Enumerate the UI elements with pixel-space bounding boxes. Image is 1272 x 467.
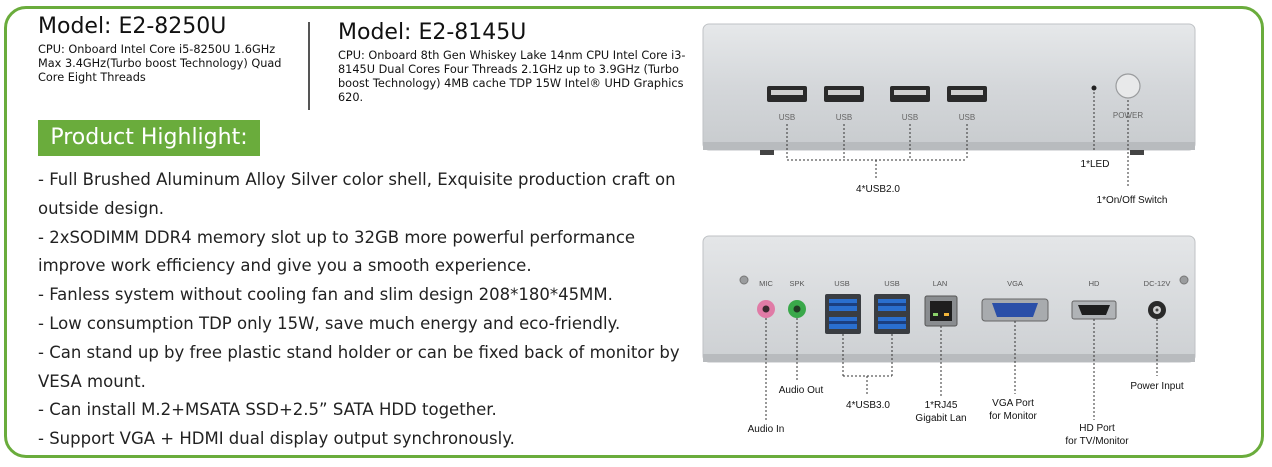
spk-label: SPK xyxy=(789,279,804,288)
model-title: Model: E2-8145U xyxy=(338,20,527,45)
usb3-callout: 4*USB3.0 xyxy=(846,400,890,411)
power-switch-callout: 1*On/Off Switch xyxy=(1097,195,1168,206)
usb2-callout: 4*USB2.0 xyxy=(856,184,900,195)
audio-in-callout: Audio In xyxy=(748,424,785,435)
vga-label: VGA xyxy=(1007,279,1023,288)
mic-label: MIC xyxy=(759,279,773,288)
hdmi-port xyxy=(1071,300,1117,320)
feature-item: - Fanless system without cooling fan and… xyxy=(38,285,613,305)
usb2-port xyxy=(947,86,987,102)
feature-item: - Can install M.2+MSATA SSD+2.5” SATA HD… xyxy=(38,400,497,420)
screw-icon xyxy=(739,275,749,285)
vga-port xyxy=(981,298,1049,322)
model-cpu-spec: CPU: Onboard Intel Core i5-8250U 1.6GHz … xyxy=(38,43,282,84)
rj45-callout: Gigabit Lan xyxy=(915,413,966,424)
usb2-callout-lines xyxy=(786,92,1129,188)
model-divider xyxy=(308,22,310,110)
rear-panel-photo: MIC SPK USB USB LAN VGA HD DC-12V xyxy=(702,235,1196,447)
led-indicator xyxy=(1091,85,1097,91)
usb3-label: USB xyxy=(834,279,849,288)
power-button-label: POWER xyxy=(1113,111,1143,120)
usb3-label: USB xyxy=(884,279,899,288)
feature-item: - 2xSODIMM DDR4 memory slot up to 32GB m… xyxy=(38,227,636,276)
feature-list: - Full Brushed Aluminum Alloy Silver col… xyxy=(38,166,688,454)
hd-callout: HD Port xyxy=(1079,423,1115,434)
front-panel-photo: USB USB USB USB POWER 4*USB2.0 1*LED 1*O… xyxy=(702,23,1196,206)
led-callout: 1*LED xyxy=(1081,159,1110,170)
power-input-callout: Power Input xyxy=(1130,381,1184,392)
speaker-jack xyxy=(788,300,806,318)
hd-callout: for TV/Monitor xyxy=(1065,436,1129,447)
mic-jack xyxy=(757,300,775,318)
screw-icon xyxy=(1179,275,1189,285)
usb-port-label: USB xyxy=(779,113,795,122)
product-photos: USB USB USB USB POWER 4*USB2.0 1*LED 1*O… xyxy=(702,23,1196,447)
vga-callout: for Monitor xyxy=(989,411,1037,422)
audio-out-callout: Audio Out xyxy=(779,385,824,396)
product-highlight-banner: Product Highlight: xyxy=(38,120,260,156)
power-button xyxy=(1115,73,1141,99)
usb3-port-stack xyxy=(874,294,910,334)
usb2-port xyxy=(890,86,930,102)
feature-item: - Support VGA + HDMI dual display output… xyxy=(38,429,515,449)
model-e2-8250u: Model: E2-8250U CPU: Onboard Intel Core … xyxy=(38,14,298,85)
usb-port-label: USB xyxy=(836,113,852,122)
usb3-port-stack xyxy=(825,294,861,334)
rear-callout-lines xyxy=(765,318,1158,422)
dc-label: DC-12V xyxy=(1144,279,1171,288)
usb2-port xyxy=(824,86,864,102)
green-rounded-frame xyxy=(4,6,1264,458)
dc-power-jack xyxy=(1148,301,1166,319)
model-title: Model: E2-8250U xyxy=(38,14,227,39)
model-cpu-spec: CPU: Onboard 8th Gen Whiskey Lake 14nm C… xyxy=(338,49,686,104)
feature-item: - Low consumption TDP only 15W, save muc… xyxy=(38,313,621,333)
usb-port-label: USB xyxy=(959,113,975,122)
feature-item: - Can stand up by free plastic stand hol… xyxy=(38,342,680,391)
usb-port-label: USB xyxy=(902,113,918,122)
vga-callout: VGA Port xyxy=(992,398,1034,409)
usb2-port xyxy=(767,86,807,102)
rj45-port xyxy=(924,295,958,327)
model-e2-8145u: Model: E2-8145U CPU: Onboard 8th Gen Whi… xyxy=(338,20,688,105)
lan-label: LAN xyxy=(933,279,948,288)
rj45-callout: 1*RJ45 xyxy=(925,400,958,411)
feature-item: - Full Brushed Aluminum Alloy Silver col… xyxy=(38,170,676,218)
hd-label: HD xyxy=(1089,279,1100,288)
